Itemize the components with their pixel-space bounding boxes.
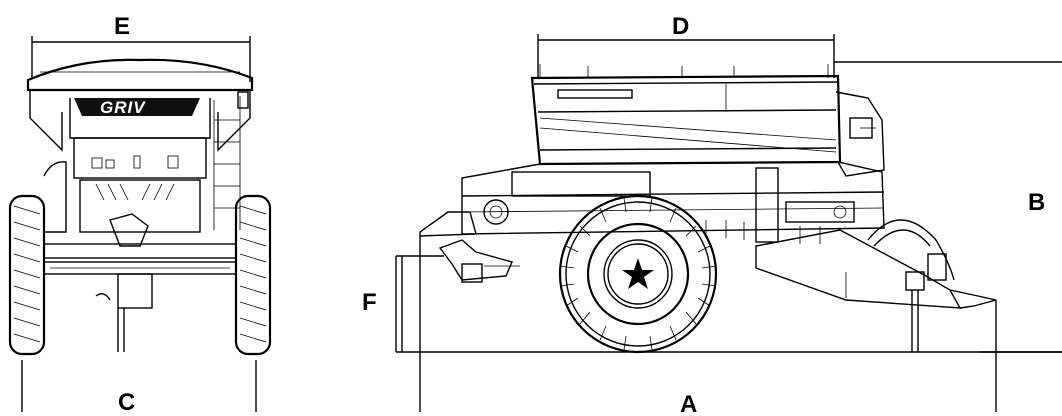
dimension-a: A <box>419 236 697 416</box>
dimension-d: D <box>537 13 835 78</box>
front-view: E GRIV <box>8 13 272 416</box>
label-d: D <box>672 13 689 40</box>
front-wheel-right <box>234 194 272 356</box>
side-wheel <box>558 194 718 354</box>
dimension-b: B <box>834 61 1062 353</box>
dimension-e: E <box>31 13 251 82</box>
label-c: C <box>118 389 135 416</box>
front-hopper: GRIV <box>26 58 254 233</box>
label-a: A <box>680 391 697 416</box>
dimension-f: F <box>362 255 444 352</box>
side-hopper <box>530 64 885 177</box>
label-e: E <box>114 13 130 40</box>
side-chassis <box>419 161 997 412</box>
front-chassis <box>43 161 237 352</box>
label-f: F <box>362 289 377 316</box>
brand-logo-text: GRIV <box>100 98 146 117</box>
label-b: B <box>1028 189 1045 216</box>
front-wheel-left <box>8 194 46 356</box>
side-view: D B <box>362 13 1062 416</box>
dimension-c: C <box>21 360 257 416</box>
